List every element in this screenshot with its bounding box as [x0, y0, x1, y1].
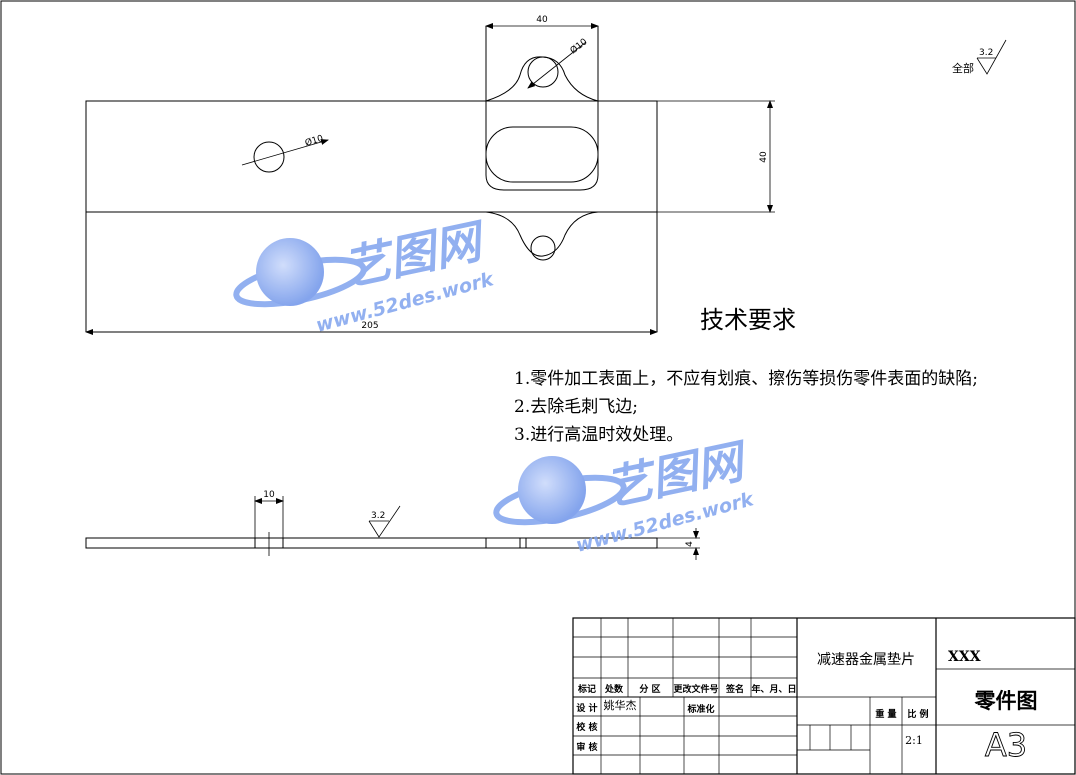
bracket-outline: [485, 26, 599, 191]
header-zone: 分 区: [639, 683, 660, 695]
drawing-type: 零件图: [974, 688, 1038, 713]
watermark-1: 艺图网 www.52des.work: [233, 213, 497, 337]
surface-all-label: 全部: [952, 61, 974, 75]
dim-height-right: 40: [759, 151, 769, 163]
roughness-value: 3.2: [979, 48, 993, 58]
side-roughness-value: 3.2: [371, 511, 385, 521]
header-date: 年、月、日: [751, 683, 796, 695]
designer-name: 姚华杰: [604, 698, 637, 712]
header-signature: 签名: [725, 683, 744, 695]
roughness-symbol: [976, 39, 1007, 75]
globe-logo-icon: [518, 456, 586, 524]
hole-bottom: [530, 235, 556, 261]
side-roughness: 3.2: [368, 505, 401, 538]
scale-value: 2:1: [905, 734, 923, 747]
globe-logo-icon: [256, 238, 324, 306]
header-change-doc: 更改文件号: [673, 683, 718, 695]
part-name: 减速器金属垫片: [817, 652, 915, 668]
check-label: 校 核: [576, 721, 597, 733]
plate-outline: [85, 100, 658, 213]
dim-thickness: 4: [685, 541, 695, 547]
side-view: [85, 532, 658, 556]
review-label: 审 核: [576, 741, 597, 753]
dim-hole-top: Ø10: [568, 36, 590, 56]
bracket-lug: [485, 56, 599, 102]
dim-hole-left: Ø10: [304, 133, 325, 149]
tech-req-title: 技术要求: [700, 306, 796, 334]
header-count: 处数: [604, 683, 624, 695]
standardize-label: 标准化: [686, 703, 714, 715]
hole-left: [253, 141, 285, 173]
side-plate: [85, 537, 658, 549]
paper-size: A3: [985, 726, 1027, 764]
dim-width-top: 40: [536, 15, 548, 25]
dim-overall-length: 205: [361, 321, 378, 331]
surface-finish-all: 全部 3.2: [952, 39, 1007, 75]
scale-label: 比 例: [907, 708, 928, 720]
header-mark: 标记: [577, 683, 596, 695]
tech-req-item-3: 3.进行高温时效处理。: [514, 425, 683, 445]
company-name: XXX: [948, 649, 981, 665]
dim-side-width: 10: [263, 490, 275, 500]
hole-top: [527, 56, 559, 88]
mass-label: 重 量: [875, 708, 896, 720]
slot: [485, 126, 599, 183]
lower-lug: [485, 211, 599, 257]
title-block-text: 标记 处数 分 区 更改文件号 签名 年、月、日 设 计 姚华杰 标准化 校 核…: [576, 649, 1037, 764]
title-block: [572, 617, 1076, 775]
tech-req-item-1: 1.零件加工表面上，不应有划痕、擦伤等损伤零件表面的缺陷;: [514, 369, 978, 389]
design-label: 设 计: [576, 702, 597, 714]
tech-req-item-2: 2.去除毛刺飞边;: [514, 397, 638, 417]
